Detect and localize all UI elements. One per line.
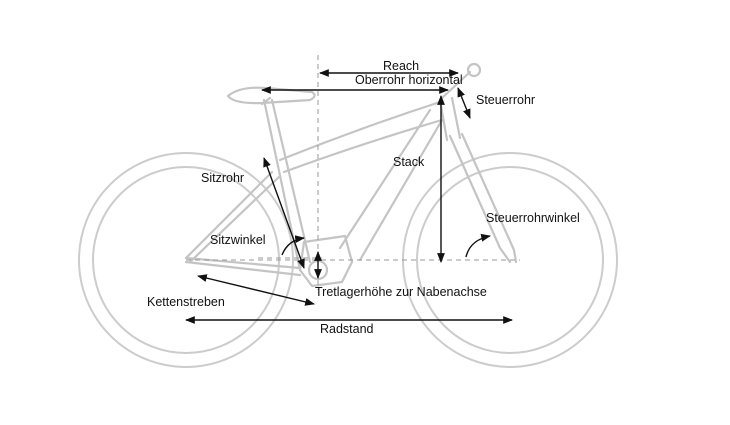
- dimension-arrows: [185, 69, 513, 324]
- seat-tube-label: Sitzrohr: [201, 171, 244, 185]
- chainstays-label: Kettenstreben: [147, 295, 225, 309]
- chainstay-arrow: [197, 274, 315, 306]
- seat-tube-arrow: [263, 157, 305, 269]
- head-tube-arrow: [457, 87, 471, 119]
- head-tube-angle-label: Steuerrohrwinkel: [486, 211, 580, 225]
- stack-label: Stack: [393, 155, 425, 169]
- head-tube-angle-arc: [465, 233, 491, 258]
- head-tube-label: Steuerrohr: [476, 93, 535, 107]
- top-tube-horizontal-label: Oberrohr horizontal: [355, 73, 463, 87]
- reach-label: Reach: [383, 59, 419, 73]
- wheelbase-label: Radstand: [320, 322, 374, 336]
- bb-height-label: Tretlagerhöhe zur Nabenachse: [315, 285, 487, 299]
- seat-angle-arc: [281, 235, 305, 256]
- seat-angle-label: Sitzwinkel: [210, 233, 266, 247]
- labels: Reach Oberrohr horizontal Steuerrohr Sta…: [147, 59, 580, 336]
